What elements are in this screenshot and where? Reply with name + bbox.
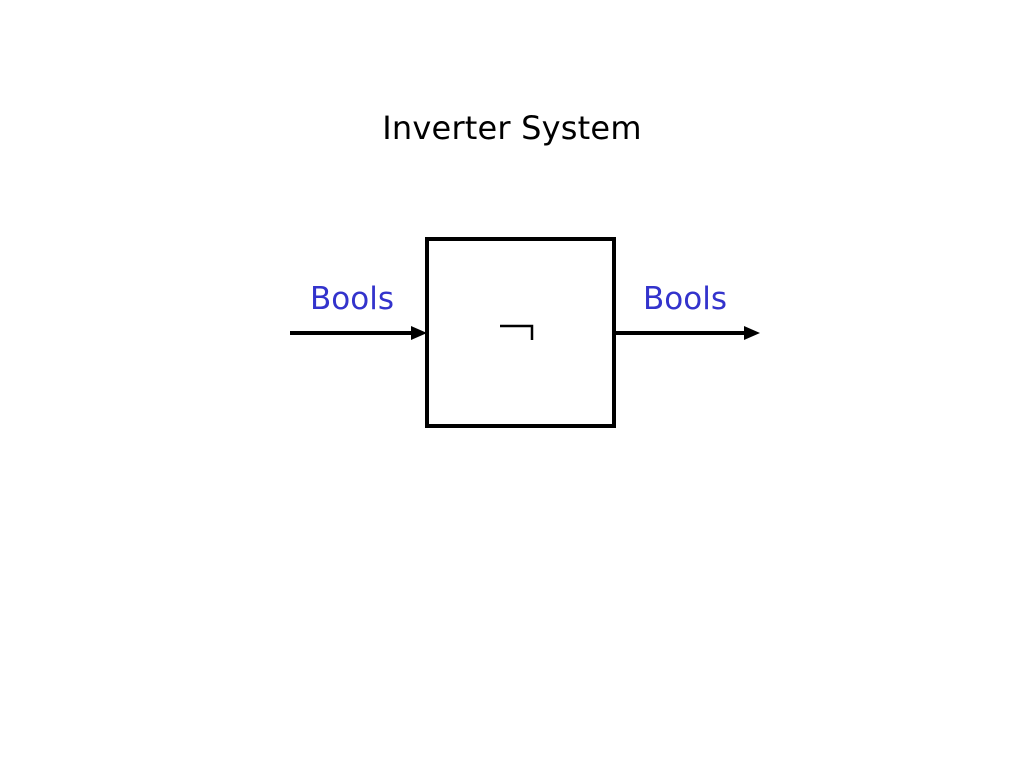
input-arrow: [290, 326, 427, 340]
input-label: Bools: [310, 281, 394, 317]
output-arrow: [614, 326, 760, 340]
diagram-title: Inverter System: [382, 109, 642, 147]
inverter-block: [425, 237, 616, 428]
negation-symbol-icon: [500, 324, 534, 340]
output-label: Bools: [643, 281, 727, 317]
